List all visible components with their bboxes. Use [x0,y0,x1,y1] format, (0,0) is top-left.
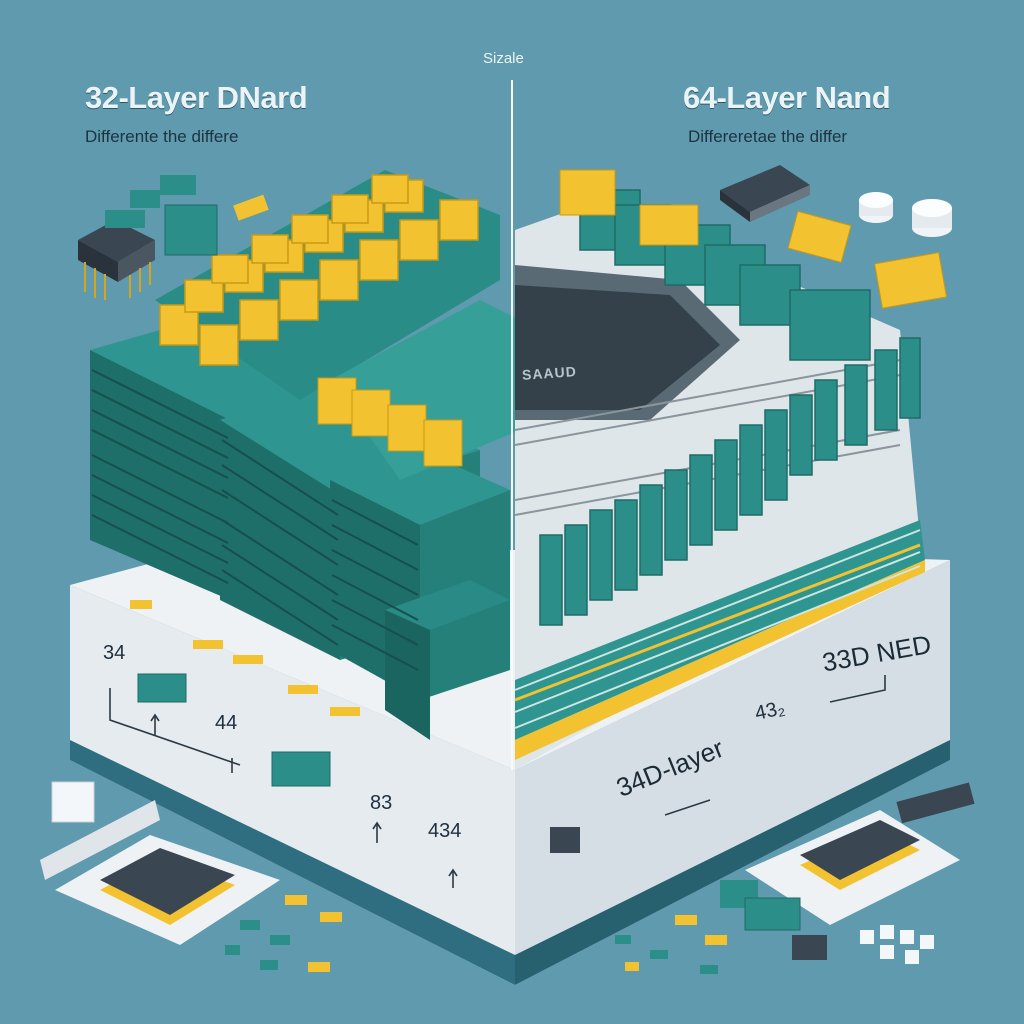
left-subtitle: Differente the differe [85,127,239,146]
cylinder-components [859,192,952,237]
chip-component-topright [720,165,810,222]
chip-component-bottomleft [40,800,280,945]
left-label-2: 44 [215,712,238,734]
layered-slab [514,520,925,760]
left-label-3: 83 [370,792,393,814]
left-title: 32-Layer DNard [85,80,308,115]
right-subtitle: Differeretae the differ [688,127,848,146]
arrow-marks [109,675,886,888]
left-label-1: 34 [103,642,126,664]
left-label-4: 434 [428,820,462,842]
main-chip [515,265,740,420]
divider-label: Sizale [483,50,524,67]
right-title: 64-Layer Nand [683,80,891,115]
yellow-board [155,170,500,400]
top-right-blocks [579,189,871,361]
chip-component-bottomright [745,810,960,925]
layer-lines [91,369,419,671]
center-chip [317,300,520,480]
yellow-block [639,204,699,246]
yellow-block [559,169,616,216]
vertical-cells [539,337,921,626]
chip-component-topleft [78,220,155,300]
floating-components [40,165,975,974]
left-stacks [90,170,520,740]
right-stacks [514,169,925,770]
